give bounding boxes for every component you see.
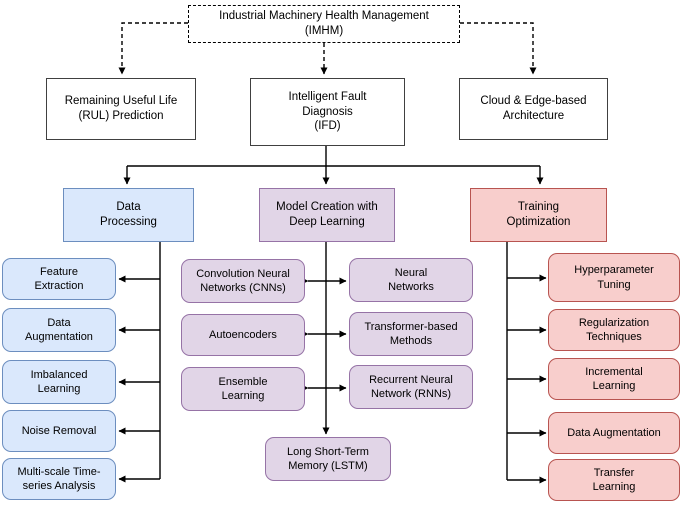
node-incremental-learning: Incremental Learning [548,358,680,400]
node-cnn: Convolution Neural Networks (CNNs) [181,259,305,303]
node-transfer-learning: Transfer Learning [548,459,680,501]
node-rul-prediction: Remaining Useful Life (RUL) Prediction [46,78,196,140]
connector-root-to-rul [118,22,188,75]
node-cloud-edge-architecture: Cloud & Edge-based Architecture [459,78,608,140]
node-imbalanced-learning: Imbalanced Learning [2,360,116,404]
node-lstm: Long Short-Term Memory (LSTM) [265,437,391,481]
node-imhm-root: Industrial Machinery Health Management (… [188,5,460,43]
node-rnn: Recurrent Neural Network (RNNs) [349,365,473,409]
node-ensemble-learning: Ensemble Learning [181,367,305,411]
node-feature-extraction: Feature Extraction [2,258,116,300]
node-regularization-techniques: Regularization Techniques [548,309,680,351]
connector-ifd-trunk [127,146,540,167]
node-training-optimization: Training Optimization [470,188,607,242]
node-noise-removal: Noise Removal [2,410,116,452]
node-multiscale-timeseries: Multi-scale Time- series Analysis [2,458,116,500]
node-autoencoders: Autoencoders [181,314,305,356]
connector-root-to-cloud [460,22,537,75]
node-neural-networks: Neural Networks [349,258,473,302]
node-data-processing: Data Processing [63,188,194,242]
node-hyperparameter-tuning: Hyperparameter Tuning [548,253,680,302]
node-ifd: Intelligent Fault Diagnosis (IFD) [250,78,405,146]
node-transformer-methods: Transformer-based Methods [349,312,473,356]
node-data-augmentation-right: Data Augmentation [548,412,680,454]
node-model-creation: Model Creation with Deep Learning [259,188,395,242]
node-data-augmentation-left: Data Augmentation [2,308,116,352]
